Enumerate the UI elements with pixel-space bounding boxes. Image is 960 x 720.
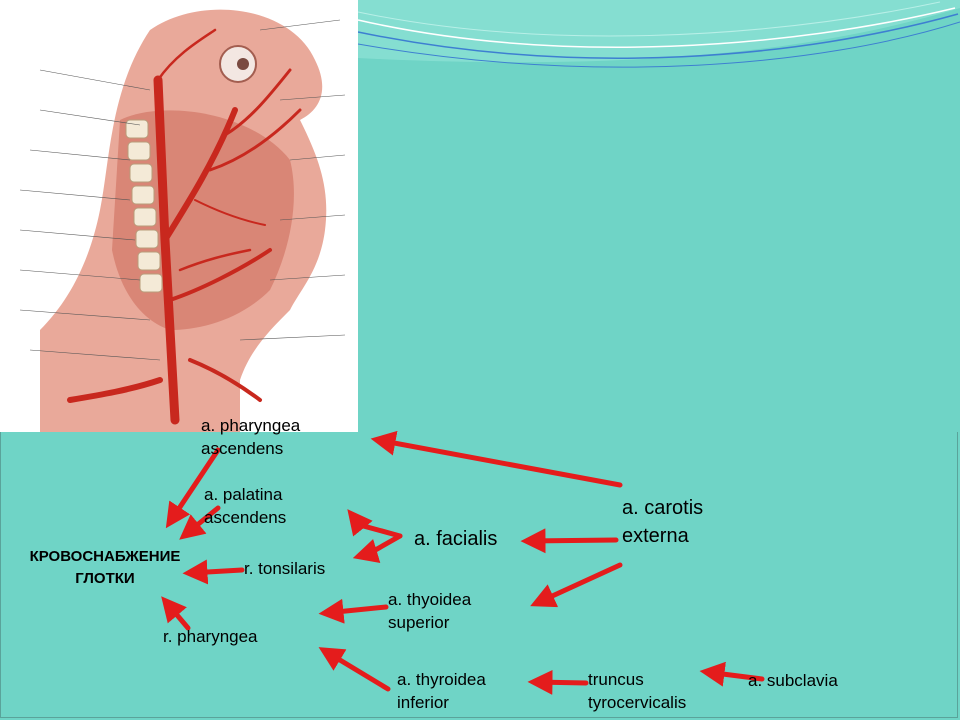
label-thyroidea-superior: a. thyoidea superior bbox=[388, 590, 472, 632]
label-pharyngea: r. pharyngea bbox=[163, 627, 258, 646]
label-thyroidea-inferior: a. thyroidea inferior bbox=[397, 670, 486, 712]
label-palatina-ascendens: a. palatina ascendens bbox=[204, 485, 287, 527]
label-truncus: truncus tyrocervicalis bbox=[588, 670, 687, 712]
decorative-wave bbox=[357, 0, 960, 68]
diagram-title: КРОВОСНАБЖЕНИЕ ГЛОТКИ bbox=[29, 548, 181, 587]
label-tonsilaris: r. tonsilaris bbox=[244, 559, 326, 578]
label-pharyngea-ascendens: a. pharyngea ascendens bbox=[201, 416, 301, 458]
label-facialis: a. facialis bbox=[414, 528, 498, 550]
slide-frame bbox=[0, 432, 958, 718]
anatomy-figure bbox=[0, 0, 358, 432]
label-subclavia: a. subclavia bbox=[748, 671, 838, 690]
head-neck-arteries-illustration bbox=[0, 0, 358, 432]
label-carotis-externa: a. carotis externa bbox=[622, 497, 704, 547]
